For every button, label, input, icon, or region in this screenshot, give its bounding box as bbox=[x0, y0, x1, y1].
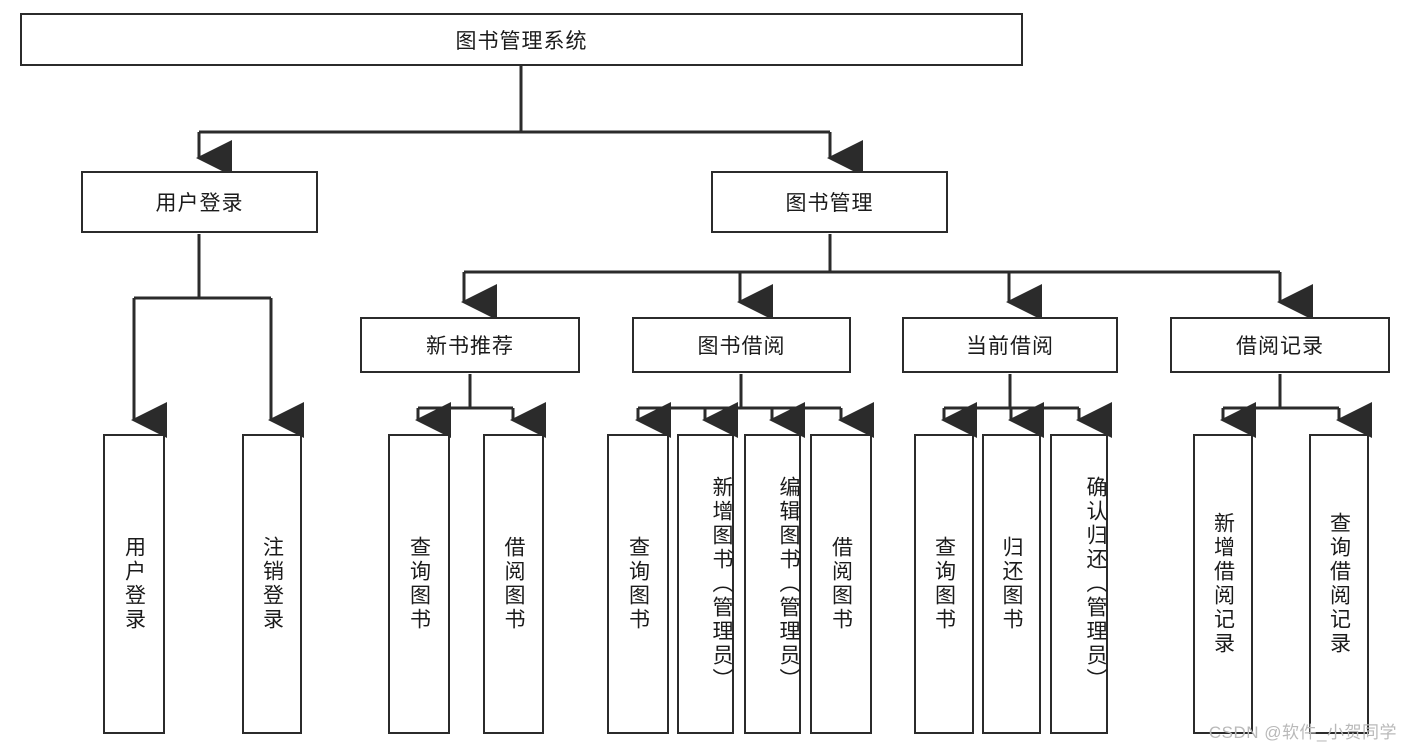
node-leaf-br-query-record-label: 查询借阅记录 bbox=[1327, 512, 1351, 656]
node-book-borrow[interactable]: 图书借阅 bbox=[632, 317, 851, 373]
node-leaf-cb-query-book-label: 查询图书 bbox=[932, 536, 956, 632]
node-leaf-bb-add-book[interactable]: 新增图书（管理员） bbox=[677, 434, 734, 734]
node-user-login-label: 用户登录 bbox=[155, 192, 244, 215]
node-leaf-user-login[interactable]: 用户登录 bbox=[103, 434, 165, 734]
node-user-login[interactable]: 用户登录 bbox=[81, 171, 318, 233]
node-leaf-cb-query-book[interactable]: 查询图书 bbox=[914, 434, 974, 734]
node-leaf-bb-query-book[interactable]: 查询图书 bbox=[607, 434, 669, 734]
node-root[interactable]: 图书管理系统 bbox=[20, 13, 1023, 66]
node-leaf-bb-add-book-label: 新增图书（管理员） bbox=[710, 476, 733, 692]
node-leaf-cb-return-book-label: 归还图书 bbox=[1000, 536, 1023, 632]
node-leaf-logout-label: 注销登录 bbox=[260, 536, 284, 632]
node-leaf-logout[interactable]: 注销登录 bbox=[242, 434, 302, 734]
node-leaf-cb-return-book[interactable]: 归还图书 bbox=[982, 434, 1041, 734]
node-leaf-user-login-label: 用户登录 bbox=[122, 536, 146, 632]
node-leaf-bb-edit-book-label: 编辑图书（管理员） bbox=[777, 476, 800, 692]
node-leaf-nb-borrow-book[interactable]: 借阅图书 bbox=[483, 434, 544, 734]
node-new-book-recommend-label: 新书推荐 bbox=[426, 335, 514, 358]
node-leaf-cb-confirm-return-label: 确认归还（管理员） bbox=[1084, 476, 1107, 692]
node-new-book-recommend[interactable]: 新书推荐 bbox=[360, 317, 580, 373]
node-current-borrow-label: 当前借阅 bbox=[966, 335, 1054, 358]
node-leaf-bb-query-book-label: 查询图书 bbox=[626, 536, 650, 632]
node-leaf-nb-query-book[interactable]: 查询图书 bbox=[388, 434, 450, 734]
watermark-text: CSDN @软件_小贺同学 bbox=[1208, 723, 1397, 742]
node-leaf-cb-confirm-return[interactable]: 确认归还（管理员） bbox=[1050, 434, 1108, 734]
node-book-manage-label: 图书管理 bbox=[785, 192, 874, 215]
node-borrow-record-label: 借阅记录 bbox=[1236, 335, 1324, 358]
node-leaf-br-add-record[interactable]: 新增借阅记录 bbox=[1193, 434, 1253, 734]
node-borrow-record[interactable]: 借阅记录 bbox=[1170, 317, 1390, 373]
node-leaf-bb-edit-book[interactable]: 编辑图书（管理员） bbox=[744, 434, 801, 734]
node-book-manage[interactable]: 图书管理 bbox=[711, 171, 948, 233]
node-leaf-bb-borrow-book-label: 借阅图书 bbox=[829, 536, 853, 632]
node-leaf-bb-borrow-book[interactable]: 借阅图书 bbox=[810, 434, 872, 734]
node-leaf-nb-query-book-label: 查询图书 bbox=[407, 536, 431, 632]
node-leaf-nb-borrow-book-label: 借阅图书 bbox=[502, 536, 525, 632]
node-current-borrow[interactable]: 当前借阅 bbox=[902, 317, 1118, 373]
node-leaf-br-add-record-label: 新增借阅记录 bbox=[1211, 512, 1235, 656]
node-leaf-br-query-record[interactable]: 查询借阅记录 bbox=[1309, 434, 1369, 734]
node-root-label: 图书管理系统 bbox=[455, 29, 588, 53]
node-book-borrow-label: 图书借阅 bbox=[697, 335, 786, 358]
